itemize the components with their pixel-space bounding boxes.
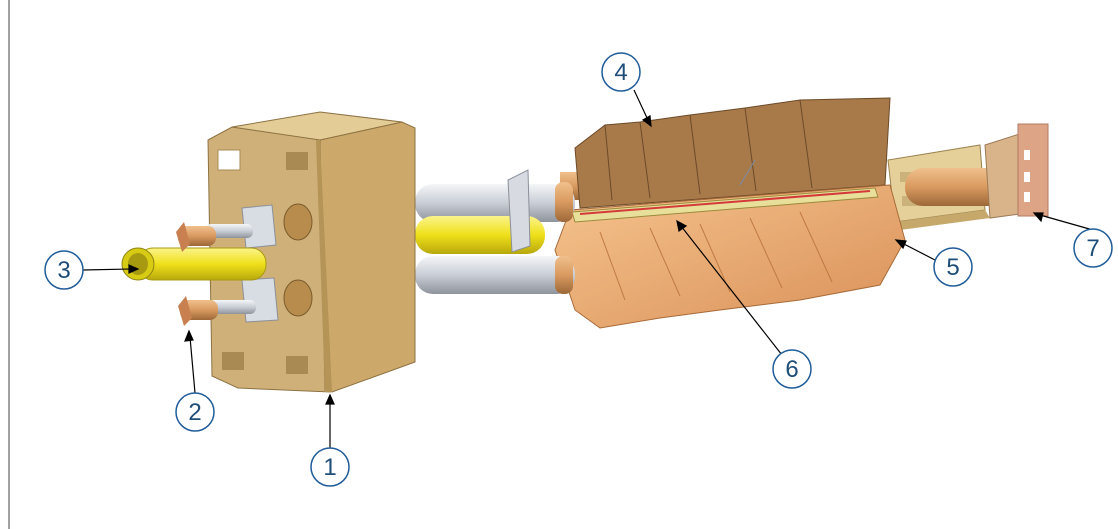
callout-2-label: 2 <box>188 399 201 426</box>
callout-1: 1 <box>310 447 350 487</box>
leader-line-3 <box>82 268 133 271</box>
leader-lines <box>82 89 1101 448</box>
callout-3: 3 <box>44 250 84 290</box>
callout-6-label: 6 <box>785 356 798 383</box>
end-fixture <box>887 123 1049 230</box>
horn-assembly <box>554 97 906 329</box>
leader-line-6 <box>680 225 783 356</box>
callout-4: 4 <box>601 52 641 92</box>
leader-line-2 <box>189 336 196 394</box>
callout-5: 5 <box>933 247 973 287</box>
coax-connectors <box>176 222 256 326</box>
callout-3-label: 3 <box>57 257 70 284</box>
callout-6: 6 <box>772 349 812 389</box>
callout-7: 7 <box>1073 228 1113 268</box>
callout-2: 2 <box>175 392 215 432</box>
callout-1-label: 1 <box>323 454 336 481</box>
callout-4-label: 4 <box>614 59 627 86</box>
support-rods <box>415 169 575 294</box>
yellow-feed-pipe <box>121 247 267 281</box>
callout-7-label: 7 <box>1086 235 1099 262</box>
leader-line-5 <box>901 242 936 261</box>
callout-5-label: 5 <box>946 254 959 281</box>
leader-line-4 <box>633 89 649 121</box>
feed-housing <box>207 111 416 393</box>
